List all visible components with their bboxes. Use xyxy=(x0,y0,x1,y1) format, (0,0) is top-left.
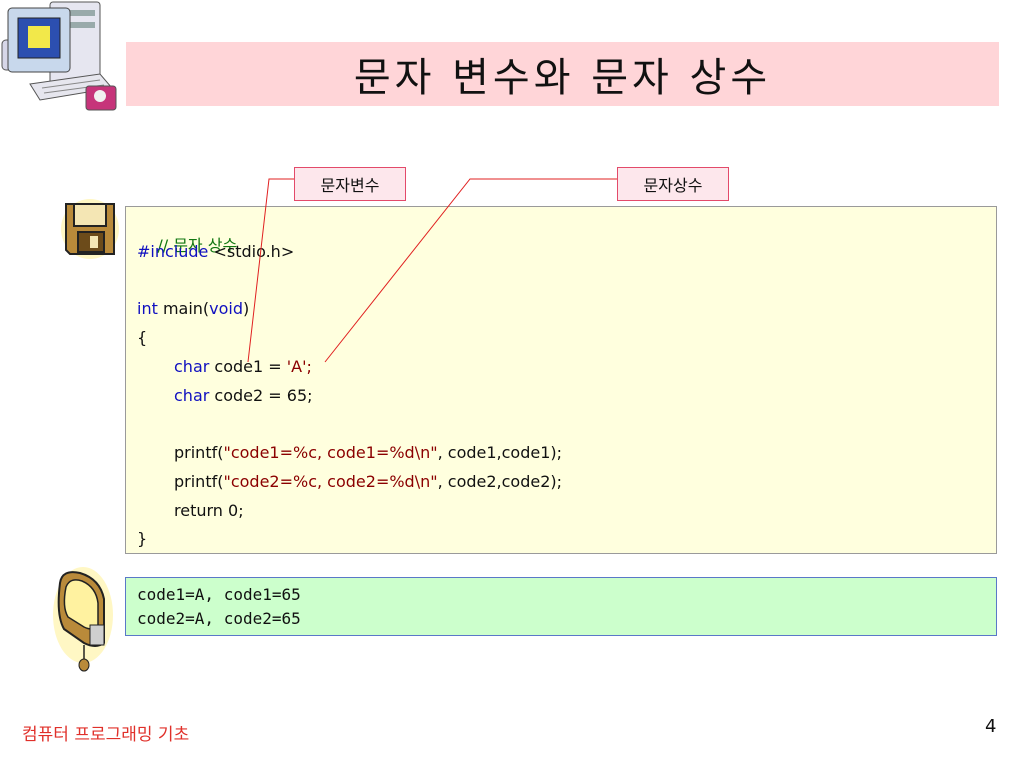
code-line-open-brace: { xyxy=(137,328,148,347)
printf-call: printf( xyxy=(174,443,224,462)
include-directive: #include xyxy=(137,242,209,261)
code-line-printf1: printf("code1=%c, code1=%d\n", code1,cod… xyxy=(174,443,562,462)
computer-clipart-icon xyxy=(0,0,120,112)
callout-char-variable: 문자변수 xyxy=(294,167,406,201)
printf-args: , code2,code2); xyxy=(437,472,563,491)
char-literal: 'A'; xyxy=(286,357,312,376)
code2-decl: code2 = 65; xyxy=(209,386,313,405)
page-number: 4 xyxy=(985,716,997,737)
code-listing: // 문자 상수 #include <stdio.h> int main(voi… xyxy=(125,206,997,554)
code-line-close-brace: } xyxy=(137,529,148,548)
keyword-char: char xyxy=(174,357,210,376)
output-line-2: code2=A, code2=65 xyxy=(137,609,301,628)
printf-call: printf( xyxy=(174,472,224,491)
code-line-comment: // 문자 상수 xyxy=(137,213,237,275)
program-output: code1=A, code1=65 code2=A, code2=65 xyxy=(125,577,997,636)
code-line-return: return 0; xyxy=(174,501,244,520)
keyword-void: void xyxy=(209,299,244,318)
course-footer: 컴퓨터 프로그래밍 기초 xyxy=(22,725,190,745)
main-close: ) xyxy=(243,299,250,318)
format-string: "code1=%c, code1=%d\n" xyxy=(223,443,438,462)
output-line-1: code1=A, code1=65 xyxy=(137,585,301,604)
code-line-main: int main(void) xyxy=(137,299,249,318)
code-line-printf2: printf("code2=%c, code2=%d\n", code2,cod… xyxy=(174,472,562,491)
printf-args: , code1,code1); xyxy=(437,443,563,462)
floppy-disk-icon xyxy=(60,198,120,260)
code-line-code1-decl: char code1 = 'A'; xyxy=(174,357,312,376)
monitor-clipart-icon xyxy=(52,565,114,673)
format-string: "code2=%c, code2=%d\n" xyxy=(223,472,438,491)
include-header: <stdio.h> xyxy=(213,242,295,261)
main-open: main( xyxy=(157,299,210,318)
keyword-char: char xyxy=(174,386,210,405)
callout-char-constant: 문자상수 xyxy=(617,167,729,201)
code-line-code2-decl: char code2 = 65; xyxy=(174,386,313,405)
keyword-int: int xyxy=(137,299,158,318)
comment-text: // 문자 상수 xyxy=(157,236,238,255)
slide-title: 문자 변수와 문자 상수 xyxy=(126,42,999,106)
code-line-include: #include <stdio.h> xyxy=(137,242,294,261)
code1-decl: code1 = xyxy=(209,357,287,376)
